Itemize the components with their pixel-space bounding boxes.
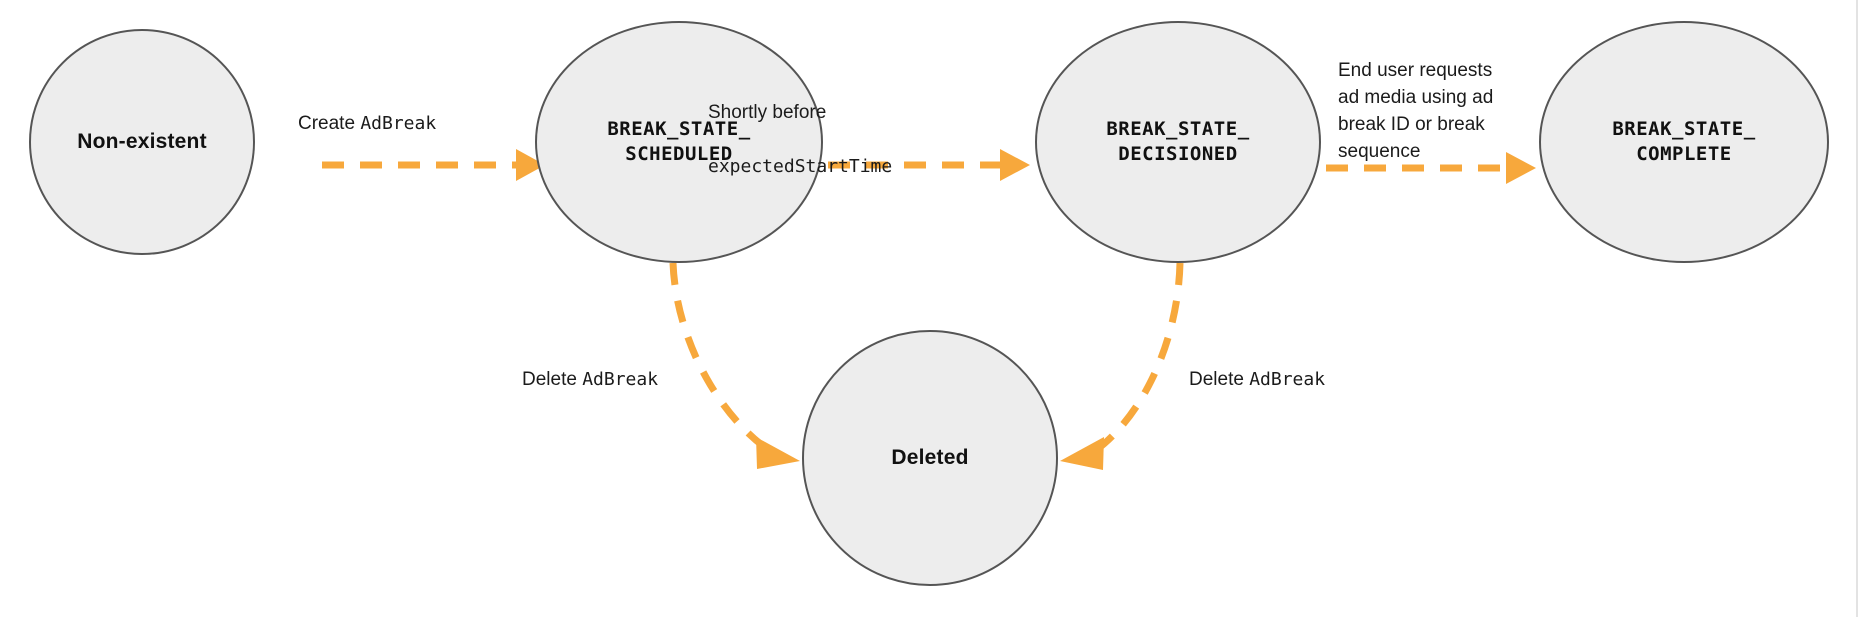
- edge-label-create-adbreak-prose: Create: [298, 112, 361, 134]
- edge-label-delete-from-decisioned-prose: Delete: [1189, 368, 1250, 390]
- edge-label-shortly-before-prose: Shortly before: [708, 101, 827, 123]
- edge-label-shortly-before: Shortly before expectedStartTime: [708, 73, 892, 206]
- node-label-non-existent: Non-existent: [77, 130, 207, 154]
- node-label-break-state-complete: BREAK_STATE_ COMPLETE: [1612, 118, 1756, 165]
- edge-label-end-user-requests-prose: End user requests ad media using ad brea…: [1338, 59, 1494, 162]
- edge-label-delete-from-scheduled: Delete AdBreak: [522, 340, 658, 394]
- edge-delete-from-decisioned: [1060, 262, 1184, 470]
- edge-label-delete-from-scheduled-prose: Delete: [522, 368, 583, 390]
- canvas-right-edge-rule: [1856, 0, 1858, 617]
- node-break-state-scheduled[interactable]: BREAK_STATE_ SCHEDULED: [535, 21, 823, 263]
- edge-label-create-adbreak: Create AdBreak: [298, 84, 436, 138]
- node-deleted[interactable]: Deleted: [802, 330, 1058, 586]
- edge-label-delete-from-decisioned: Delete AdBreak: [1189, 340, 1325, 394]
- edge-label-end-user-requests: End user requests ad media using ad brea…: [1338, 31, 1518, 166]
- edge-delete-from-scheduled: [669, 262, 800, 469]
- edge-label-delete-from-scheduled-code: AdBreak: [582, 368, 659, 390]
- edge-label-delete-from-decisioned-code: AdBreak: [1249, 368, 1326, 390]
- node-label-deleted: Deleted: [891, 446, 969, 470]
- node-non-existent[interactable]: Non-existent: [29, 29, 255, 255]
- edge-label-create-adbreak-code: AdBreak: [360, 112, 437, 134]
- node-break-state-decisioned[interactable]: BREAK_STATE_ DECISIONED: [1035, 21, 1321, 263]
- edge-create-adbreak: [322, 149, 545, 181]
- edge-label-shortly-before-code: expectedStartTime: [708, 155, 893, 177]
- node-break-state-complete[interactable]: BREAK_STATE_ COMPLETE: [1539, 21, 1829, 263]
- node-label-break-state-decisioned: BREAK_STATE_ DECISIONED: [1106, 118, 1250, 165]
- node-label-break-state-scheduled: BREAK_STATE_ SCHEDULED: [607, 118, 751, 165]
